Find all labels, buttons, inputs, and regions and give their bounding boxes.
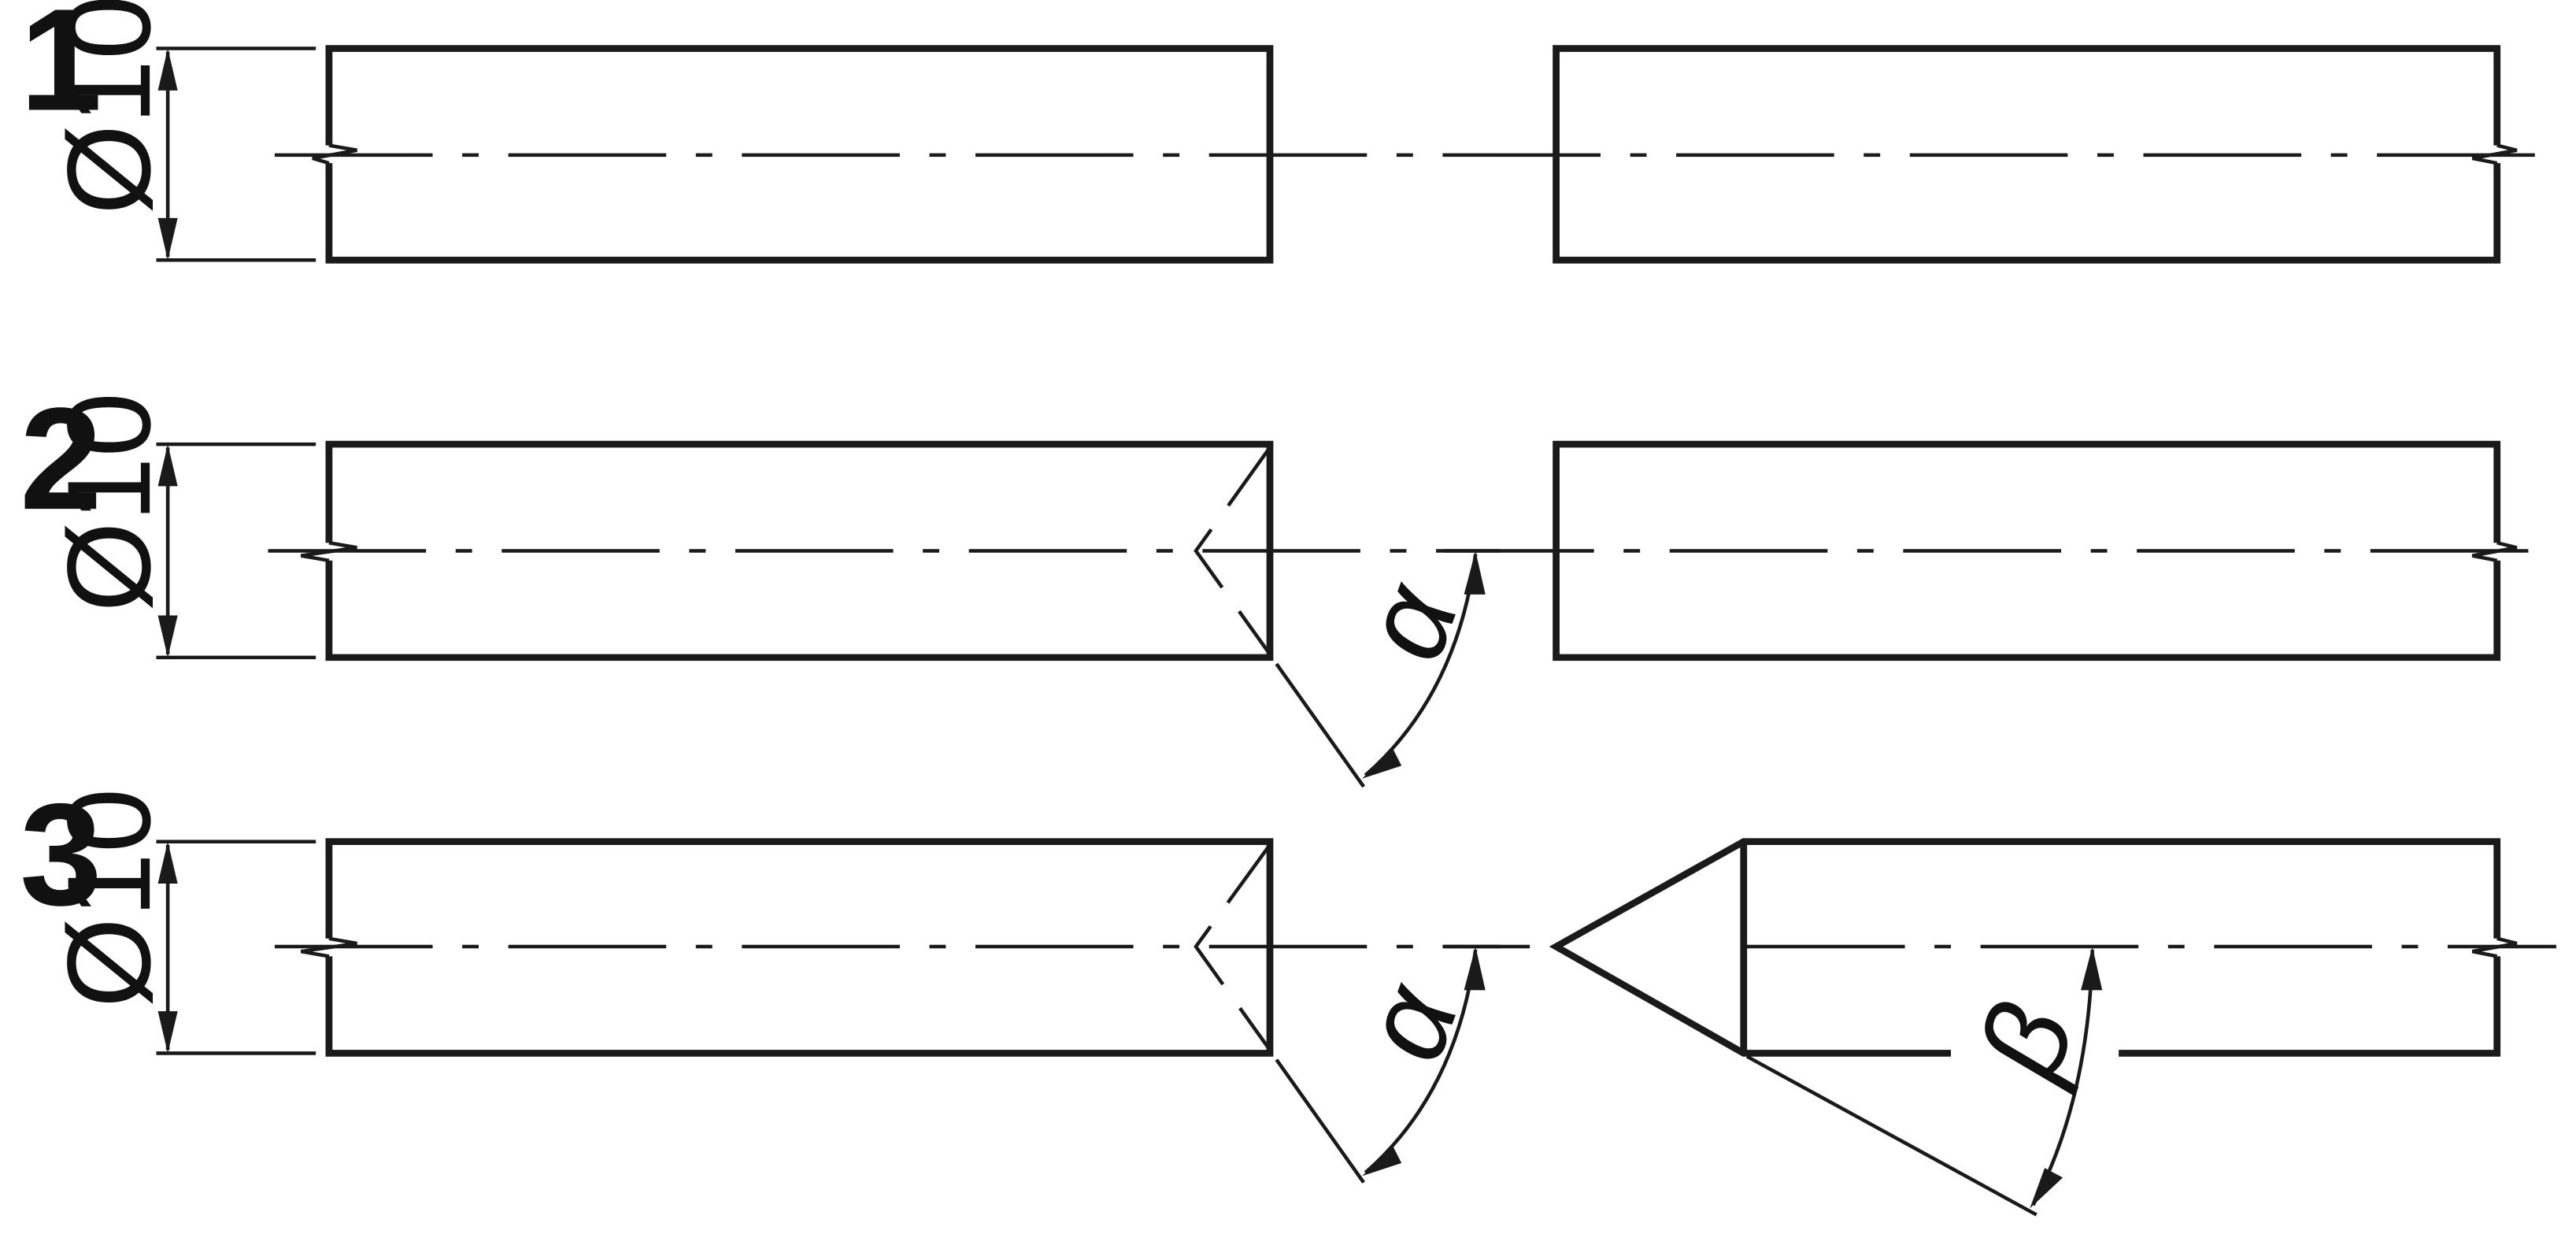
row-2-diameter-label: Ø10 [43, 392, 176, 612]
row-1: 1 Ø10 [20, 0, 2556, 264]
row-3-angle-alpha-dimension: α [1275, 944, 1501, 1184]
row-1-diameter-dimension: Ø10 [43, 0, 316, 262]
row-2-alpha-label: α [1335, 566, 1484, 676]
row-3-diameter-label: Ø10 [43, 788, 176, 1008]
row-3-diameter-dimension: Ø10 [43, 788, 316, 1055]
row-2-diameter-dimension: Ø10 [43, 392, 316, 660]
row-2-number: 2 [20, 378, 102, 540]
row-2: 2 Ø10 α [20, 378, 2556, 788]
row-1-diameter-label: Ø10 [43, 0, 176, 215]
row-2-angle-alpha-dimension: α [1275, 549, 1501, 788]
row-3: 3 Ø10 α [20, 773, 2556, 1217]
row-1-number: 1 [20, 0, 102, 141]
row-3-alpha-label: α [1335, 966, 1484, 1076]
row-3-drill-point-hidden [1194, 843, 1271, 1051]
row-3-beta-label: β [1951, 987, 2100, 1097]
row-3-number: 3 [20, 773, 102, 936]
row-2-drill-point-hidden [1194, 446, 1271, 656]
row-3-angle-beta-dimension: β [1745, 947, 2103, 1217]
